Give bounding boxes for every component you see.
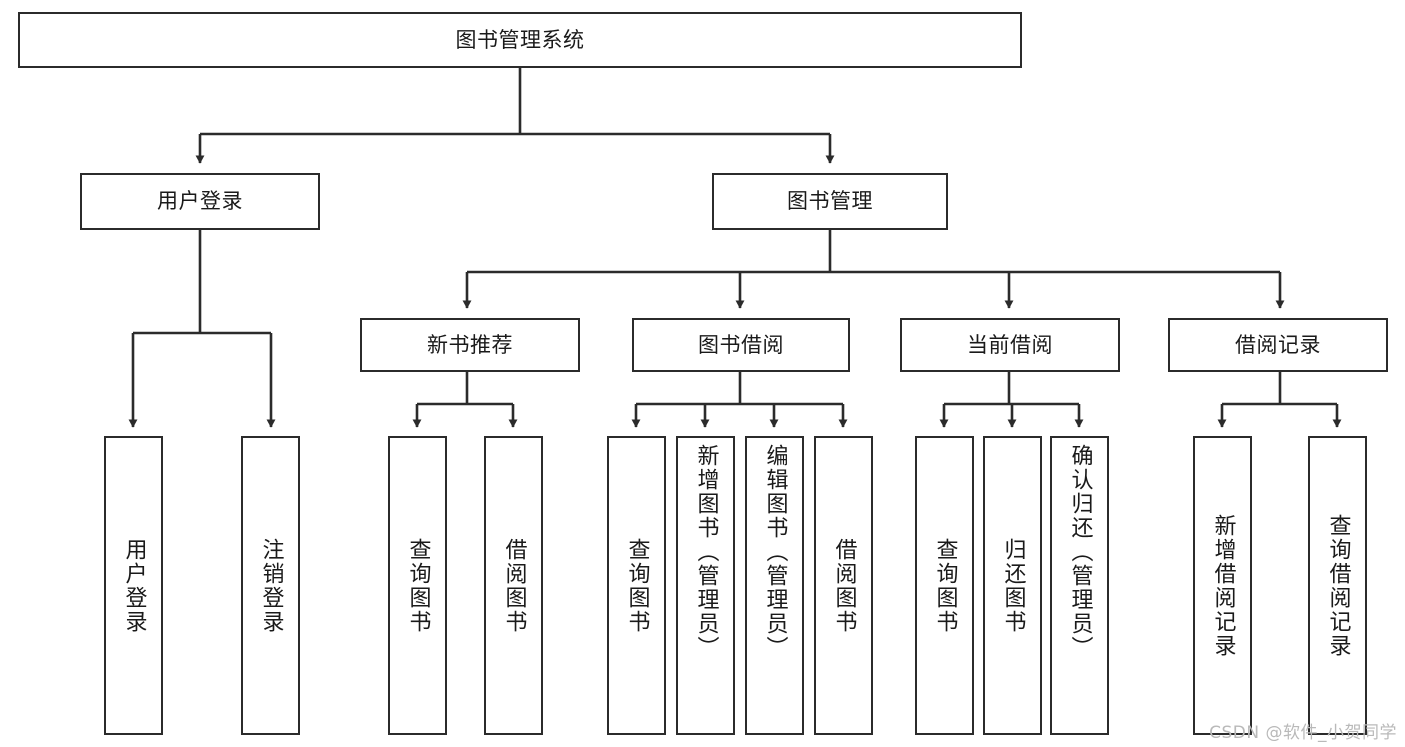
node-book-management[interactable]: 图书管理 <box>712 173 948 230</box>
node-leaf-current-query-label: 查询图书 <box>932 537 958 634</box>
node-borrow-record[interactable]: 借阅记录 <box>1168 318 1388 372</box>
node-current-borrow[interactable]: 当前借阅 <box>900 318 1120 372</box>
node-current-borrow-label: 当前借阅 <box>967 332 1053 357</box>
node-leaf-current-return[interactable]: 归还图书 <box>983 436 1042 735</box>
node-leaf-current-query[interactable]: 查询图书 <box>915 436 974 735</box>
node-leaf-user-login-signin-label: 用户登录 <box>121 537 147 634</box>
node-leaf-borrow-query-label: 查询图书 <box>624 537 650 634</box>
node-leaf-newbook-query[interactable]: 查询图书 <box>388 436 447 735</box>
node-leaf-user-login-signin[interactable]: 用户登录 <box>104 436 163 735</box>
node-user-login[interactable]: 用户登录 <box>80 173 320 230</box>
node-user-login-label: 用户登录 <box>157 189 243 214</box>
node-leaf-borrow-edit[interactable]: 编辑图书（管理员） <box>745 436 804 735</box>
node-leaf-current-return-label: 归还图书 <box>1000 537 1026 634</box>
node-root-system[interactable]: 图书管理系统 <box>18 12 1022 68</box>
node-leaf-newbook-query-label: 查询图书 <box>405 537 431 634</box>
node-book-borrow[interactable]: 图书借阅 <box>632 318 850 372</box>
node-leaf-current-confirm-return-label: 确认归还（管理员） <box>1067 444 1093 660</box>
node-leaf-record-add-label: 新增借阅记录 <box>1210 513 1236 658</box>
node-leaf-record-add[interactable]: 新增借阅记录 <box>1193 436 1252 735</box>
node-leaf-record-query[interactable]: 查询借阅记录 <box>1308 436 1367 735</box>
node-leaf-borrow-add-label: 新增图书（管理员） <box>693 444 719 660</box>
node-leaf-borrow-edit-label: 编辑图书（管理员） <box>762 444 788 660</box>
node-root-system-label: 图书管理系统 <box>455 27 585 52</box>
node-leaf-user-login-signout[interactable]: 注销登录 <box>241 436 300 735</box>
node-leaf-borrow-do-label: 借阅图书 <box>831 537 857 634</box>
node-leaf-newbook-borrow[interactable]: 借阅图书 <box>484 436 543 735</box>
node-book-borrow-label: 图书借阅 <box>698 332 784 357</box>
node-leaf-borrow-do[interactable]: 借阅图书 <box>814 436 873 735</box>
node-leaf-user-login-signout-label: 注销登录 <box>258 537 284 634</box>
node-leaf-newbook-borrow-label: 借阅图书 <box>501 537 527 634</box>
node-leaf-current-confirm-return[interactable]: 确认归还（管理员） <box>1050 436 1109 735</box>
node-leaf-borrow-add[interactable]: 新增图书（管理员） <box>676 436 735 735</box>
csdn-watermark: CSDN @软件_小贺同学 <box>1209 723 1397 743</box>
node-borrow-record-label: 借阅记录 <box>1235 332 1321 357</box>
node-leaf-record-query-label: 查询借阅记录 <box>1325 513 1351 658</box>
node-book-management-label: 图书管理 <box>787 189 873 214</box>
node-leaf-borrow-query[interactable]: 查询图书 <box>607 436 666 735</box>
node-new-book-recommend[interactable]: 新书推荐 <box>360 318 580 372</box>
node-new-book-recommend-label: 新书推荐 <box>427 332 513 357</box>
